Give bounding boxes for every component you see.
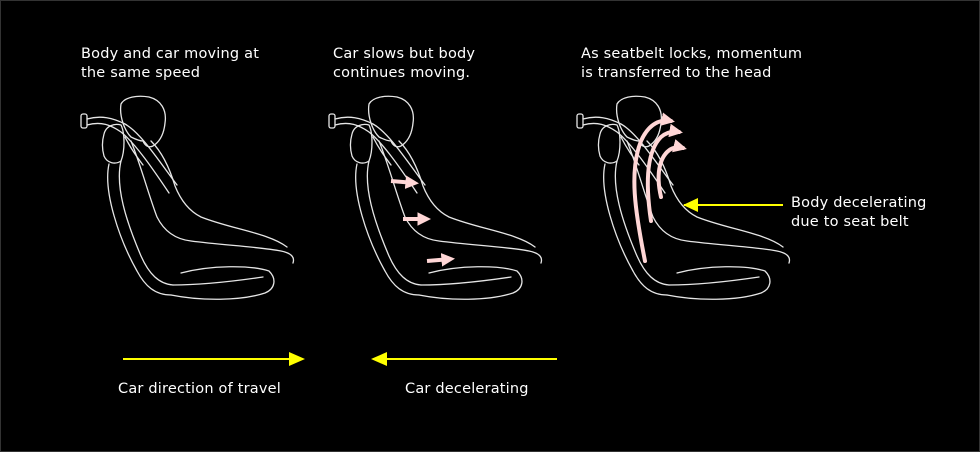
direction-of-travel-arrow-head [289,352,305,366]
momentum-arrow-middle [645,123,683,223]
momentum-arrow-outer [632,112,675,263]
panel-1-caption: Body and car moving at the same speed [81,46,260,81]
motion-arrow-lap [426,253,455,267]
seatbelt-deceleration-label: Body decelerating due to seat belt [791,195,927,230]
seatbelt-deceleration-arrow-head [683,198,698,212]
car-decelerating-label: Car decelerating [405,381,529,397]
direction-of-travel-label: Car direction of travel [118,381,281,397]
deceleration-arrow-head [371,352,387,366]
motion-arrow-chest [390,175,419,189]
panel-2-caption: Car slows but body continues moving. [333,46,476,81]
panel-3-caption: As seatbelt locks, momentum is transferr… [581,46,803,81]
seat-figure-panel-2 [328,95,543,300]
head-momentum-arrows [632,112,687,263]
seat-figure-panel-3 [576,95,791,300]
body-motion-arrows [390,175,455,267]
seat-figure-panel-1 [80,95,295,300]
momentum-arrow-inner [656,139,687,199]
